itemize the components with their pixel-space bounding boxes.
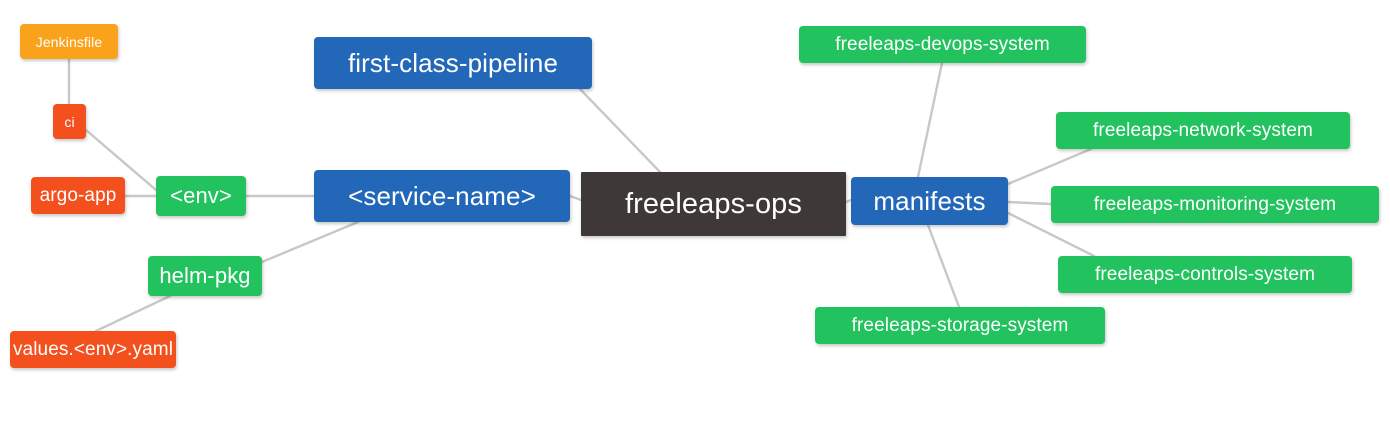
- node-manifests[interactable]: manifests: [851, 177, 1008, 225]
- edge-manifests-to-monitoring_sys: [1006, 200, 1053, 206]
- edge-manifests-to-devops_sys: [916, 61, 944, 179]
- node-devops_sys[interactable]: freeleaps-devops-system: [799, 26, 1086, 63]
- node-values_yaml[interactable]: values.<env>.yaml: [10, 331, 176, 368]
- node-controls_sys[interactable]: freeleaps-controls-system: [1058, 256, 1352, 293]
- node-argo_app[interactable]: argo-app: [31, 177, 125, 214]
- node-service_name[interactable]: <service-name>: [314, 170, 570, 222]
- edge-manifests-to-storage_sys: [926, 223, 961, 309]
- node-storage_sys[interactable]: freeleaps-storage-system: [815, 307, 1105, 344]
- node-root[interactable]: freeleaps-ops: [581, 172, 846, 236]
- node-first_class[interactable]: first-class-pipeline: [314, 37, 592, 89]
- node-ci[interactable]: ci: [53, 104, 86, 139]
- node-network_sys[interactable]: freeleaps-network-system: [1056, 112, 1350, 149]
- node-helm_pkg[interactable]: helm-pkg: [148, 256, 262, 296]
- node-jenkinsfile[interactable]: Jenkinsfile: [20, 24, 118, 59]
- edge-service_name-to-helm_pkg: [260, 220, 360, 264]
- edge-service_name-to-root: [568, 194, 583, 202]
- edge-helm_pkg-to-values_yaml: [94, 294, 172, 333]
- node-env[interactable]: <env>: [156, 176, 246, 216]
- edge-manifests-to-network_sys: [1006, 147, 1093, 186]
- edge-first_class-to-root: [578, 87, 662, 174]
- node-monitoring_sys[interactable]: freeleaps-monitoring-system: [1051, 186, 1379, 223]
